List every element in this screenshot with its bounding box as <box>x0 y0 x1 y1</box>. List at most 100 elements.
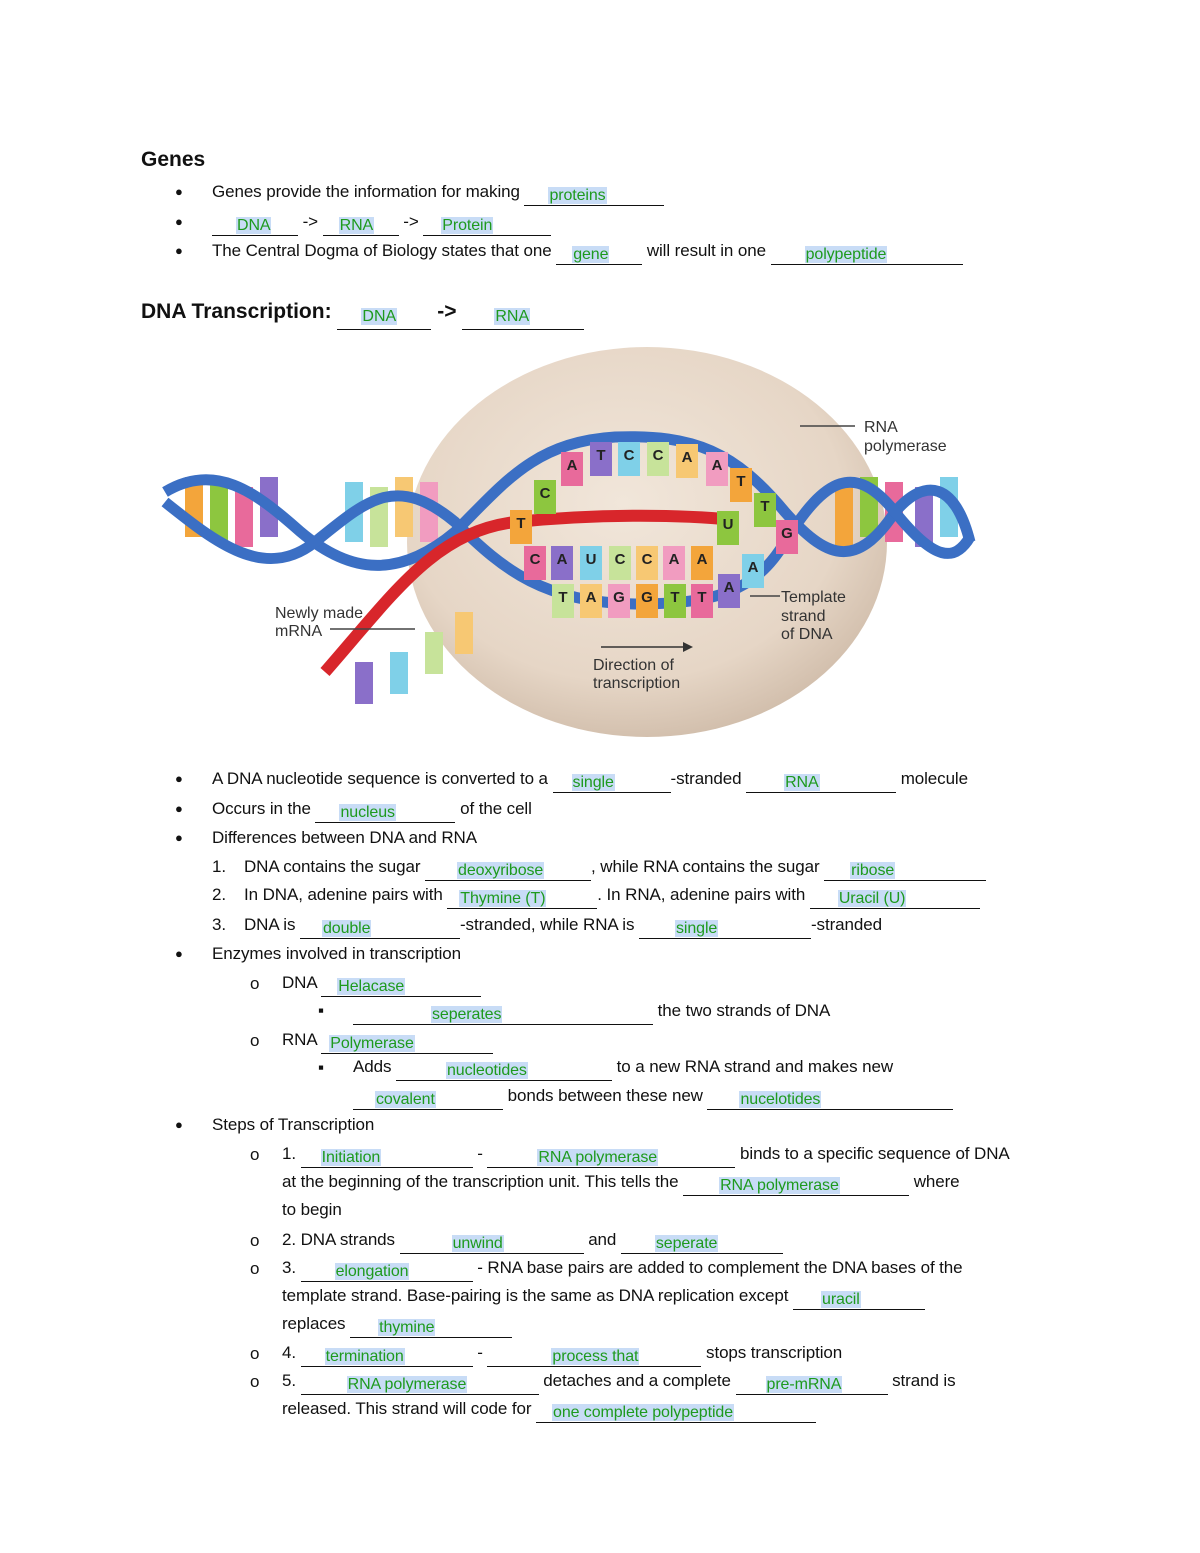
text: A DNA nucleotide sequence is converted t… <box>212 769 548 788</box>
blank: RNA polymerase <box>300 1375 539 1395</box>
genes-line-2: DNA -> RNA -> Protein <box>212 211 552 236</box>
number: 4. <box>282 1343 296 1362</box>
nucleotide-tile <box>534 480 556 514</box>
nucleotide-letter: A <box>567 457 578 474</box>
enzyme-dna-sub: seperates the two strands of DNA <box>353 1000 830 1025</box>
blank: deoxyribose <box>425 861 592 881</box>
step-5: 5. RNA polymerase detaches and a complet… <box>282 1370 956 1395</box>
text: detaches and a complete <box>543 1371 731 1390</box>
text: , while RNA contains the sugar <box>591 857 820 876</box>
blank: single <box>639 919 811 939</box>
circle-bullet: o <box>250 1372 260 1391</box>
circle-bullet: o <box>250 1145 260 1164</box>
answer: Helacase <box>337 978 406 995</box>
nucleotide-tile <box>691 584 713 618</box>
step-5-cont: released. This strand will code for one … <box>282 1398 817 1423</box>
nucleotide-letter: C <box>624 447 635 464</box>
bullet: ● <box>175 243 183 258</box>
numbered-2: 2.In DNA, adenine pairs with Thymine (T)… <box>212 884 980 909</box>
nucleotide-tile <box>647 442 669 476</box>
nucleotide-tile <box>636 546 658 580</box>
bullet: ● <box>175 801 183 816</box>
arrow: -> <box>403 212 419 231</box>
answer: process that <box>551 1348 640 1365</box>
step-1-cont-2: to begin <box>282 1200 342 1219</box>
text: The Central Dogma of Biology states that… <box>212 241 552 260</box>
nucleotide-letter: T <box>558 589 567 606</box>
text: -stranded <box>811 915 882 934</box>
nucleotide-tile <box>608 584 630 618</box>
nucleotide-tile <box>776 520 798 554</box>
answer: RNA <box>338 217 375 234</box>
blank: uracil <box>793 1290 926 1310</box>
circle-bullet: o <box>250 1259 260 1278</box>
blank: elongation <box>300 1262 473 1282</box>
nucleotide-letter: A <box>712 457 723 474</box>
nucleotide-letter: G <box>641 589 653 606</box>
enzyme-rna: RNA Polymerase <box>282 1029 494 1054</box>
mrna-tail-base <box>425 632 443 674</box>
nucleotide-letter: T <box>736 473 745 490</box>
nucleotide-tile <box>663 546 685 580</box>
blank: polypeptide <box>770 245 963 265</box>
answer: Protein <box>441 217 494 234</box>
blank: nucelotides <box>707 1090 954 1110</box>
blank: RNA polymerase <box>683 1176 910 1196</box>
answer: RNA <box>784 774 820 791</box>
number: 5. <box>282 1371 296 1390</box>
nucleotide-letter: U <box>586 551 597 568</box>
numbered-3: 3.DNA is double-stranded, while RNA is s… <box>212 914 882 939</box>
bullet: ● <box>175 771 183 786</box>
text: -stranded <box>670 769 742 788</box>
nucleotide-tile <box>552 584 574 618</box>
nucleotide-letter: T <box>697 589 706 606</box>
blank: gene <box>556 245 643 265</box>
answer: one complete polypeptide <box>552 1404 734 1421</box>
nucleotide-tile <box>676 444 698 478</box>
answer: RNA polymerase <box>346 1376 468 1393</box>
bullet: ● <box>175 184 183 199</box>
text: released. This strand will code for <box>282 1399 532 1418</box>
nucleotide-letter: C <box>615 551 626 568</box>
blank: process that <box>487 1347 702 1367</box>
step-2: 2. DNA strands unwind and seperate <box>282 1229 783 1254</box>
answer: Uracil (U) <box>837 890 907 907</box>
answer: termination <box>324 1348 405 1365</box>
circle-bullet: o <box>250 1031 260 1050</box>
nucleotide-tile <box>590 442 612 476</box>
circle-bullet: o <box>250 1231 260 1250</box>
nucleotide-tile <box>618 442 640 476</box>
nucleotide-tile <box>609 546 631 580</box>
square-bullet: ▪ <box>318 1001 324 1020</box>
text: DNA <box>282 973 317 992</box>
blank: RNA polymerase <box>487 1148 736 1168</box>
blank: ribose <box>824 861 987 881</box>
base-pair-rung <box>210 482 228 542</box>
nucleotide-tile <box>691 546 713 580</box>
nucleotide-letter: G <box>781 525 793 542</box>
base-pair-rung <box>835 487 853 547</box>
nucleotide-letter: A <box>748 559 759 576</box>
text: DNA is <box>244 915 296 934</box>
text: where <box>913 1172 960 1191</box>
nucleotide-tile <box>717 511 739 545</box>
blank: DNA <box>337 306 432 330</box>
answer: covalent <box>375 1091 436 1108</box>
nucleotide-letter: T <box>516 515 525 532</box>
circle-bullet: o <box>250 974 260 993</box>
blank: thymine <box>350 1318 513 1338</box>
nucleotide-letter: C <box>530 551 541 568</box>
blank: pre-mRNA <box>735 1375 888 1395</box>
answer: thymine <box>378 1319 436 1336</box>
blank: seperate <box>620 1234 783 1254</box>
enzyme-rna-sub: Adds nucleotides to a new RNA strand and… <box>353 1056 893 1081</box>
answer: gene <box>572 246 610 263</box>
answer: ribose <box>850 862 896 879</box>
bullet: ● <box>175 1117 183 1132</box>
genes-heading: Genes <box>141 148 206 171</box>
step-4: 4. termination - process that stops tran… <box>282 1342 842 1367</box>
text: - RNA base pairs are added to complement… <box>477 1258 963 1277</box>
